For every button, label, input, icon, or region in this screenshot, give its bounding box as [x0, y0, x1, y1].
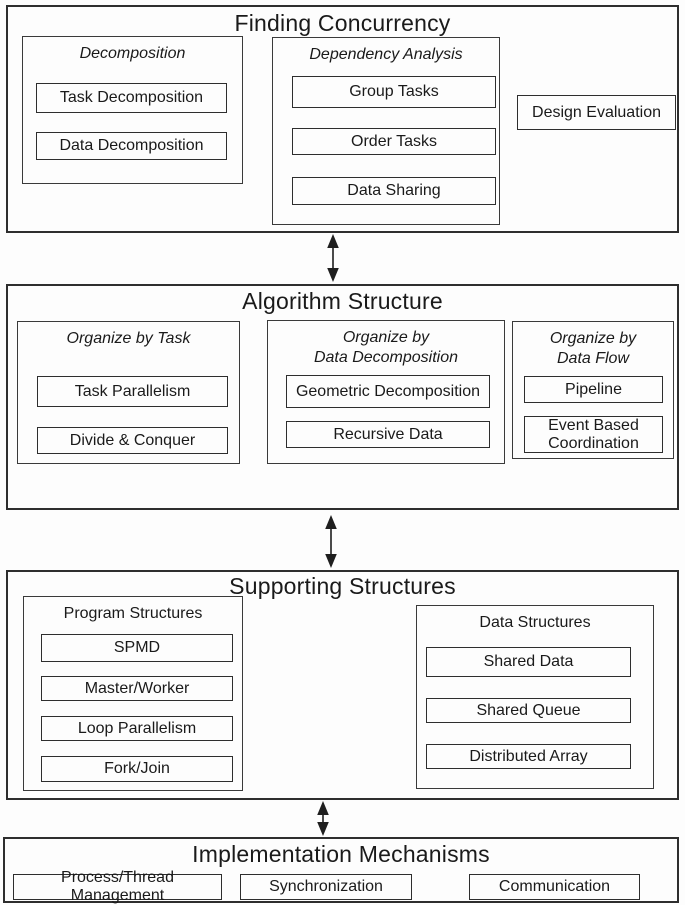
group-header: Data Structures [417, 606, 653, 633]
connector-1 [325, 234, 341, 282]
group-header-line: Data Flow [556, 350, 630, 367]
pattern-box-communication: Communication [469, 874, 640, 900]
pattern-box-recursive-data: Recursive Data [286, 421, 490, 448]
group-header-line: Data Structures [479, 614, 591, 631]
connector-2 [323, 515, 339, 568]
pattern-box-task-decomposition: Task Decomposition [36, 83, 227, 113]
group-dependency-analysis: Dependency Analysis Group Tasks Order Ta… [272, 37, 500, 225]
group-header-line: Decomposition [79, 45, 186, 62]
section-supporting-structures: Supporting Structures Program Structures… [6, 570, 679, 800]
pattern-box-spmd: SPMD [41, 634, 233, 662]
pattern-box-shared-queue: Shared Queue [426, 698, 631, 723]
group-organize-by-task: Organize by Task Task Parallelism Divide… [17, 321, 240, 464]
group-header-line: Organize by Task [66, 330, 191, 347]
pattern-box-synchronization: Synchronization [240, 874, 412, 900]
group-header: Organize by Data Flow [513, 322, 673, 369]
section-finding-concurrency: Finding Concurrency Decomposition Task D… [6, 5, 679, 233]
pattern-box-event-based-coordination: Event Based Coordination [524, 416, 663, 453]
section-implementation-mechanisms: Implementation Mechanisms Process/Thread… [3, 837, 679, 904]
group-organize-by-data-decomposition: Organize by Data Decomposition Geometric… [267, 320, 505, 464]
group-header: Decomposition [23, 37, 242, 64]
group-data-structures: Data Structures Shared Data Shared Queue… [416, 605, 654, 789]
pattern-box-fork-join: Fork/Join [41, 756, 233, 782]
section-title: Finding Concurrency [234, 10, 451, 36]
pattern-box-pipeline: Pipeline [524, 376, 663, 403]
group-header: Program Structures [24, 597, 242, 624]
bidirectional-arrow-icon [317, 801, 329, 836]
section-title: Algorithm Structure [242, 288, 443, 314]
group-header: Organize by Data Decomposition [268, 321, 504, 368]
pattern-box-group-tasks: Group Tasks [292, 76, 496, 108]
section-title: Supporting Structures [229, 573, 456, 599]
bidirectional-arrow-icon [325, 515, 337, 568]
pattern-box-geometric-decomposition: Geometric Decomposition [286, 375, 490, 408]
group-header: Organize by Task [18, 322, 239, 349]
pattern-box-divide-and-conquer: Divide & Conquer [37, 427, 228, 454]
pattern-box-shared-data: Shared Data [426, 647, 631, 677]
section-algorithm-structure: Algorithm Structure Organize by Task Tas… [6, 284, 679, 510]
pattern-box-task-parallelism: Task Parallelism [37, 376, 228, 407]
group-header-line: Organize by [549, 330, 637, 347]
pattern-box-process-thread-management: Process/Thread Management [13, 869, 222, 904]
pattern-box-data-sharing: Data Sharing [292, 177, 496, 205]
connector-3 [315, 801, 331, 836]
group-header-line: Dependency Analysis [309, 46, 463, 63]
group-header-line: Organize by [342, 329, 430, 346]
pattern-box-design-evaluation: Design Evaluation [517, 95, 676, 130]
group-header-line: Data Decomposition [313, 349, 459, 366]
pattern-box-distributed-array: Distributed Array [426, 744, 631, 769]
group-organize-by-data-flow: Organize by Data Flow Pipeline Event Bas… [512, 321, 674, 459]
group-header: Dependency Analysis [273, 38, 499, 65]
section-title: Implementation Mechanisms [192, 841, 490, 867]
pattern-box-master-worker: Master/Worker [41, 676, 233, 701]
group-header-line: Program Structures [63, 605, 203, 622]
group-program-structures: Program Structures SPMD Master/Worker Lo… [23, 596, 243, 791]
pattern-box-data-decomposition: Data Decomposition [36, 132, 227, 160]
pattern-box-order-tasks: Order Tasks [292, 128, 496, 155]
pattern-box-loop-parallelism: Loop Parallelism [41, 716, 233, 741]
bidirectional-arrow-icon [327, 234, 339, 282]
group-decomposition: Decomposition Task Decomposition Data De… [22, 36, 243, 184]
